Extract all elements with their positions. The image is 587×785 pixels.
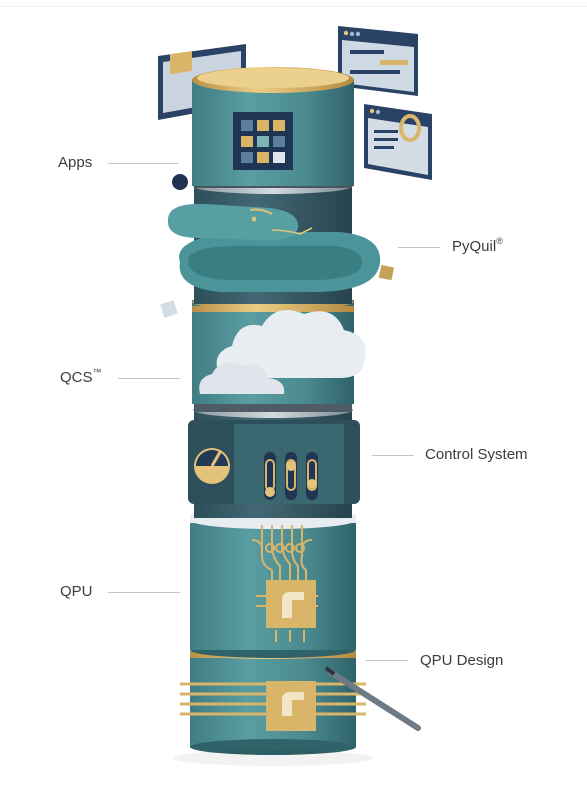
leader-line-qpu-design [366, 660, 408, 661]
dial-icon [194, 448, 230, 484]
app-window-icon [338, 26, 418, 96]
label-qcs-text: QCS [60, 369, 93, 386]
label-qpu-design: QPU Design [420, 652, 503, 669]
registered-mark: ® [496, 236, 503, 246]
label-qpu: QPU [60, 583, 93, 600]
floating-sphere [172, 174, 188, 190]
trademark-mark: ™ [92, 367, 102, 377]
label-pyquil-text: PyQuil [452, 238, 497, 255]
cloud-icon [199, 310, 366, 394]
leader-line-control-system [372, 455, 414, 456]
top-divider [0, 6, 587, 7]
qcs-segment [192, 294, 366, 404]
label-qcs: QCS™ [60, 367, 102, 386]
floating-cube [160, 300, 178, 318]
label-control-system-text: Control System [425, 446, 528, 463]
apps-segment [192, 67, 354, 186]
label-apps-text: Apps [58, 154, 93, 171]
chip-icon [266, 681, 316, 731]
leader-line-qpu [108, 592, 180, 593]
app-window-icon [364, 104, 432, 180]
floating-cube [378, 264, 395, 281]
qpu-design-segment [180, 645, 421, 755]
qpu-segment [190, 511, 356, 658]
label-pyquil: PyQuil® [452, 236, 503, 255]
python-snake [167, 203, 381, 292]
control-system-segment [188, 402, 360, 518]
leader-line-apps [108, 163, 178, 164]
stylus-icon [324, 666, 421, 731]
slider-icon [264, 452, 318, 500]
base-shadow [173, 750, 373, 766]
leader-line-qcs [118, 378, 180, 379]
pyquil-segment [167, 178, 381, 304]
label-apps: Apps [58, 154, 92, 171]
leader-line-pyquil [398, 247, 440, 248]
chip-icon [266, 580, 316, 628]
app-grid-icon [233, 112, 293, 170]
label-control-system: Control System [425, 446, 528, 463]
label-qpu-text: QPU [60, 583, 93, 600]
label-qpu-design-text: QPU Design [420, 652, 504, 669]
